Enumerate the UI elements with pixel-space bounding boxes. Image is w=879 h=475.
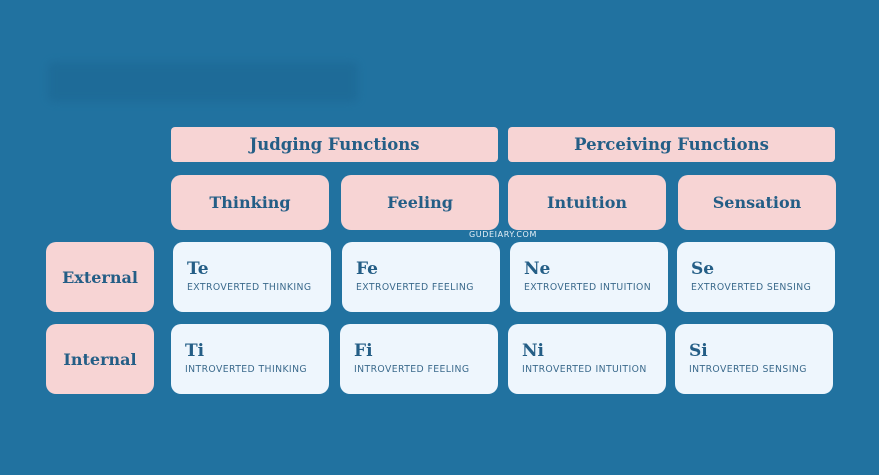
cell-te-name: EXTROVERTED THINKING <box>187 282 312 293</box>
cell-fe-name: EXTROVERTED FEELING <box>356 282 474 293</box>
row-internal-label: Internal <box>63 349 137 369</box>
column-intuition: Intuition <box>508 175 666 230</box>
cell-si: Si INTROVERTED SENSING <box>675 324 833 394</box>
cell-ne-name: EXTROVERTED INTUITION <box>524 282 652 293</box>
cell-ti: Ti INTROVERTED THINKING <box>171 324 329 394</box>
header-perceiving-functions: Perceiving Functions <box>508 127 835 162</box>
column-feeling-label: Feeling <box>387 193 453 212</box>
column-thinking: Thinking <box>171 175 329 230</box>
cell-te: Te EXTROVERTED THINKING <box>173 242 331 312</box>
cell-fi-name: INTROVERTED FEELING <box>354 364 470 375</box>
cell-si-code: Si <box>689 341 708 361</box>
cell-se-name: EXTROVERTED SENSING <box>691 282 812 293</box>
cell-ne-code: Ne <box>524 259 551 279</box>
cell-te-code: Te <box>187 259 209 279</box>
cell-ne: Ne EXTROVERTED INTUITION <box>510 242 668 312</box>
blurred-title <box>48 62 358 102</box>
cell-ni: Ni INTROVERTED INTUITION <box>508 324 666 394</box>
row-external: External <box>46 242 154 312</box>
cell-fe-code: Fe <box>356 259 378 279</box>
row-internal: Internal <box>46 324 154 394</box>
row-external-label: External <box>62 267 138 287</box>
header-judging-label: Judging Functions <box>249 135 420 154</box>
cell-se: Se EXTROVERTED SENSING <box>677 242 835 312</box>
header-perceiving-label: Perceiving Functions <box>574 135 769 154</box>
column-intuition-label: Intuition <box>547 193 627 212</box>
cell-ni-code: Ni <box>522 341 544 361</box>
column-sensation-label: Sensation <box>712 193 802 212</box>
watermark: GUDEIARY.COM <box>469 230 537 239</box>
cell-ti-name: INTROVERTED THINKING <box>185 364 308 375</box>
column-feeling: Feeling <box>341 175 499 230</box>
column-thinking-label: Thinking <box>209 193 291 212</box>
cell-ti-code: Ti <box>185 341 205 361</box>
column-sensation: Sensation <box>678 175 836 230</box>
cell-se-code: Se <box>691 259 715 279</box>
header-judging-functions: Judging Functions <box>171 127 498 162</box>
cell-ni-name: INTROVERTED INTUITION <box>522 364 647 375</box>
cell-fe: Fe EXTROVERTED FEELING <box>342 242 500 312</box>
cell-si-name: INTROVERTED SENSING <box>689 364 807 375</box>
cell-fi-code: Fi <box>354 341 373 361</box>
cell-fi: Fi INTROVERTED FEELING <box>340 324 498 394</box>
